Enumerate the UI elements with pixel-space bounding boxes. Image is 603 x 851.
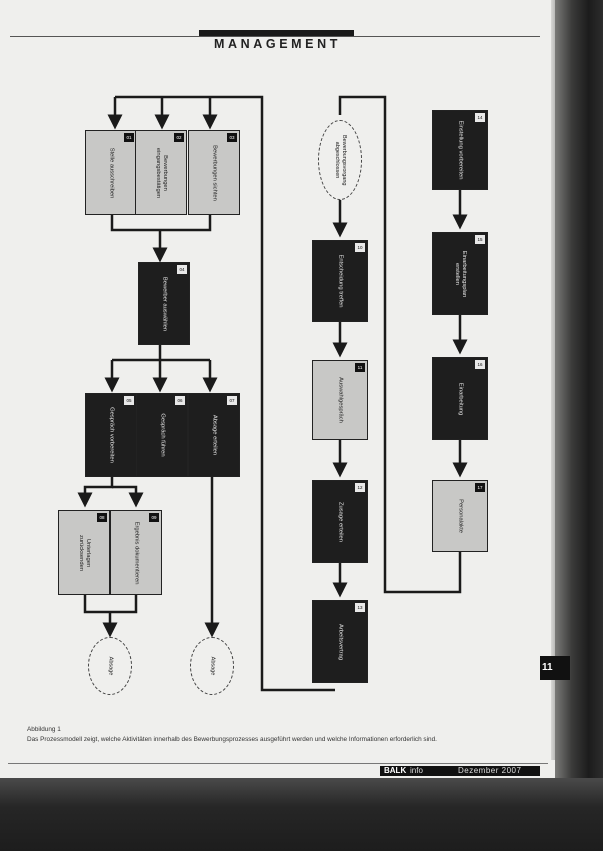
flow-end-oval-2: Absage (190, 637, 234, 695)
flow-box-6: 06 Gespräch führen (136, 393, 188, 477)
box-label: Auswahlgespräch (337, 377, 344, 423)
oval-label: Absage (107, 656, 114, 676)
box-label: Gespräch führen (159, 413, 166, 457)
box-label: Arbeitsvertrag (337, 623, 344, 660)
box-label: Stelle ausschreiben (108, 147, 115, 198)
header-bar (199, 30, 354, 36)
flow-box-9: 09 Ergebnis dokumentieren (110, 510, 162, 595)
footer-brand-sub: info (410, 766, 423, 775)
box-label: Unterlagen zurücksenden (78, 534, 91, 571)
box-tag: 15 (475, 235, 485, 244)
flow-box-7: 07 Absage erteilen (188, 393, 240, 477)
flow-box-2: 02 Bewerbungen eingangsbestätigen (135, 130, 187, 215)
section-header: MANAGEMENT (214, 37, 341, 51)
box-tag: 12 (355, 483, 365, 492)
box-tag: 08 (97, 513, 107, 522)
box-tag: 01 (124, 133, 134, 142)
flow-box-11: 11 Auswahlgespräch (312, 360, 368, 440)
footer-date: Dezember 2007 (458, 766, 522, 775)
box-label: Einarbeitung (457, 382, 464, 415)
box-label: Gespräch vorbereiten (108, 407, 115, 463)
footer-brand: BALK (384, 766, 407, 775)
flow-start-oval: Bewerbungsvorgang abgeschlossen (318, 120, 362, 200)
flow-box-3: 03 Bewerbungen sichten (188, 130, 240, 215)
box-tag: 16 (475, 360, 485, 369)
caption-text: Das Prozessmodell zeigt, welche Aktivitä… (27, 736, 437, 743)
box-tag: 03 (227, 133, 237, 142)
footer-rule (8, 763, 548, 764)
flow-box-1: 01 Stelle ausschreiben (85, 130, 137, 215)
book-spine (555, 0, 603, 851)
box-tag: 09 (149, 513, 159, 522)
box-label: Ergebnis dokumentieren (133, 521, 140, 584)
box-tag: 07 (227, 396, 237, 405)
box-tag: 05 (124, 396, 134, 405)
box-label: Entscheidung treffen (337, 254, 344, 308)
figure-caption: Abbildung 1 Das Prozessmodell zeigt, wel… (27, 725, 547, 745)
flow-end-oval-1: Absage (88, 637, 132, 695)
box-label: Personalakte (457, 499, 464, 533)
oval-label: Absage (209, 656, 216, 676)
flow-box-14: 14 Einstellung vorbereiten (432, 110, 488, 190)
box-tag: 14 (475, 113, 485, 122)
flow-box-5: 05 Gespräch vorbereiten (85, 393, 137, 477)
scan-background (0, 778, 603, 851)
box-tag: 13 (355, 603, 365, 612)
box-label: Absage erteilen (211, 414, 218, 456)
flow-box-13: 13 Arbeitsvertrag (312, 600, 368, 683)
box-tag: 06 (175, 396, 185, 405)
box-label: Einstellung vorbereiten (457, 120, 464, 180)
box-tag: 17 (475, 483, 485, 492)
flow-box-15: 15 Einarbeitungsplan erstellen (432, 232, 488, 315)
flow-box-10: 10 Entscheidung treffen (312, 240, 368, 322)
box-label: Einarbeitungsplan erstellen (454, 250, 467, 297)
box-label: Bewerbungen sichten (211, 144, 218, 201)
page-number: 11 (540, 656, 570, 680)
box-tag: 11 (355, 363, 365, 372)
box-tag: 02 (174, 133, 184, 142)
flow-box-16: 16 Einarbeitung (432, 357, 488, 440)
flow-box-12: 12 Zusage erteilen (312, 480, 368, 563)
header-rule (10, 36, 540, 37)
flow-box-17: 17 Personalakte (432, 480, 488, 552)
flow-box-8: 08 Unterlagen zurücksenden (58, 510, 110, 595)
box-label: Zusage erteilen (337, 501, 344, 542)
box-label: Bewerber auswählen (161, 276, 168, 331)
oval-label: Bewerbungsvorgang abgeschlossen (334, 135, 347, 186)
box-label: Bewerbungen eingangsbestätigen (155, 147, 168, 198)
footer-bar: BALK info Dezember 2007 (380, 766, 540, 776)
box-tag: 10 (355, 243, 365, 252)
flow-box-4: 04 Bewerber auswählen (138, 262, 190, 345)
box-tag: 04 (177, 265, 187, 274)
caption-label: Abbildung 1 (27, 726, 61, 733)
